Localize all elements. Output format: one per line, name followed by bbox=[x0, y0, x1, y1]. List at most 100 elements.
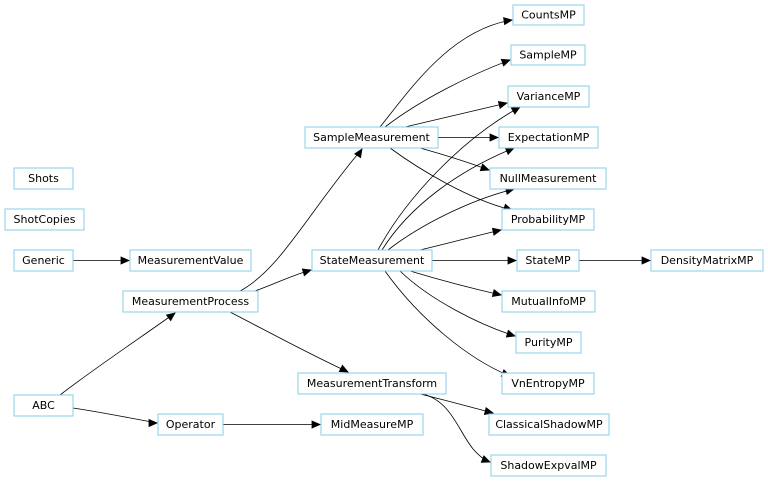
node-label: DensityMatrixMP bbox=[661, 254, 754, 267]
node-state-measurement[interactable]: StateMeasurement bbox=[311, 249, 433, 272]
node-label: ClassicalShadowMP bbox=[495, 418, 603, 431]
node-label: Shots bbox=[28, 172, 59, 185]
edge-abc-to-measurement-process bbox=[59, 312, 176, 396]
arrowhead bbox=[500, 58, 511, 67]
edge-line bbox=[229, 311, 349, 373]
arrowhead bbox=[504, 147, 515, 156]
node-measurement-process[interactable]: MeasurementProcess bbox=[122, 290, 259, 313]
arrowhead bbox=[338, 364, 349, 373]
edge-sample-measurement-to-sample-mp bbox=[384, 58, 511, 128]
arrowhead bbox=[120, 256, 130, 265]
edge-line bbox=[422, 393, 491, 463]
edge-state-mp-to-density-matrix-mp bbox=[579, 256, 651, 265]
edge-state-measurement-to-variance-mp bbox=[377, 106, 521, 251]
arrowhead bbox=[505, 329, 516, 338]
node-purity-mp[interactable]: PurityMP bbox=[515, 331, 582, 354]
node-label: SampleMP bbox=[519, 49, 577, 62]
edges-layer bbox=[59, 17, 651, 463]
arrowhead bbox=[301, 268, 312, 277]
node-classical-shadow-mp[interactable]: ClassicalShadowMP bbox=[488, 413, 610, 436]
edge-state-measurement-to-null-measurement bbox=[387, 187, 515, 251]
node-density-matrix-mp[interactable]: DensityMatrixMP bbox=[650, 249, 764, 272]
node-expectation-mp[interactable]: ExpectationMP bbox=[498, 126, 599, 149]
edge-line bbox=[72, 407, 158, 424]
edge-line bbox=[384, 59, 511, 128]
node-sample-measurement[interactable]: SampleMeasurement bbox=[304, 126, 439, 149]
node-operator[interactable]: Operator bbox=[157, 413, 224, 436]
node-counts-mp[interactable]: CountsMP bbox=[512, 4, 585, 26]
edge-state-measurement-to-vn-entropy-mp bbox=[384, 270, 511, 377]
edge-measurement-process-to-sample-measurement bbox=[239, 148, 363, 292]
node-sample-mp[interactable]: SampleMP bbox=[510, 44, 586, 66]
arrowhead bbox=[479, 163, 490, 172]
node-shot-copies[interactable]: ShotCopies bbox=[4, 208, 85, 231]
node-null-measurement[interactable]: NullMeasurement bbox=[489, 167, 607, 190]
node-label: StateMP bbox=[525, 254, 571, 267]
node-label: ShotCopies bbox=[14, 213, 76, 226]
node-label: VarianceMP bbox=[517, 90, 581, 103]
edge-line bbox=[377, 106, 521, 251]
arrowhead bbox=[165, 312, 176, 322]
arrowhead bbox=[497, 101, 508, 110]
node-label: SampleMeasurement bbox=[313, 131, 430, 144]
arrowhead bbox=[483, 406, 494, 415]
edge-state-measurement-to-state-mp bbox=[432, 256, 517, 265]
node-abc[interactable]: ABC bbox=[13, 394, 74, 417]
edge-generic-to-measurement-value bbox=[73, 256, 130, 265]
edge-line bbox=[387, 188, 515, 251]
edge-line bbox=[379, 19, 513, 128]
edge-operator-to-mid-measure-mp bbox=[223, 420, 321, 429]
edge-state-measurement-to-mutual-info-mp bbox=[409, 270, 502, 297]
node-shots[interactable]: Shots bbox=[13, 167, 74, 190]
node-measurement-transform[interactable]: MeasurementTransform bbox=[297, 372, 447, 395]
node-label: NullMeasurement bbox=[500, 172, 598, 185]
edge-line bbox=[381, 147, 515, 251]
arrowhead bbox=[510, 106, 521, 115]
nodes-layer: CountsMP SampleMP VarianceMP SampleMeasu… bbox=[4, 4, 764, 477]
arrowhead bbox=[503, 17, 513, 26]
edge-sample-measurement-to-null-measurement bbox=[419, 147, 490, 172]
node-variance-mp[interactable]: VarianceMP bbox=[507, 85, 590, 108]
arrowhead bbox=[641, 256, 651, 265]
arrowhead bbox=[311, 420, 321, 429]
node-mutual-info-mp[interactable]: MutualInfoMP bbox=[501, 290, 596, 313]
arrowhead bbox=[148, 418, 158, 428]
edge-line bbox=[409, 270, 502, 296]
node-generic[interactable]: Generic bbox=[13, 249, 74, 272]
node-state-mp[interactable]: StateMP bbox=[516, 249, 580, 272]
node-label: MidMeasureMP bbox=[331, 418, 414, 431]
edge-measurement-process-to-measurement-transform bbox=[229, 311, 349, 373]
edge-state-measurement-to-probability-mp bbox=[419, 227, 502, 251]
edge-measurement-transform-to-shadow-expval-mp bbox=[422, 393, 491, 463]
edge-line bbox=[59, 312, 176, 396]
arrowhead bbox=[353, 148, 363, 159]
node-shadow-expval-mp[interactable]: ShadowExpvalMP bbox=[490, 454, 607, 477]
node-probability-mp[interactable]: ProbabilityMP bbox=[501, 208, 595, 231]
node-measurement-value[interactable]: MeasurementValue bbox=[129, 249, 252, 272]
edge-line bbox=[404, 102, 508, 128]
arrowhead bbox=[491, 227, 502, 236]
node-label: VnEntropyMP bbox=[511, 377, 585, 390]
edge-line bbox=[399, 270, 516, 337]
arrowhead bbox=[480, 455, 491, 463]
arrowhead bbox=[489, 133, 499, 142]
edge-line bbox=[389, 147, 513, 211]
node-label: PurityMP bbox=[525, 336, 573, 349]
arrowhead bbox=[491, 288, 502, 297]
arrowhead bbox=[507, 256, 517, 265]
node-label: ProbabilityMP bbox=[511, 213, 586, 226]
node-vn-entropy-mp[interactable]: VnEntropyMP bbox=[501, 372, 595, 395]
edge-line bbox=[419, 229, 502, 251]
node-label: CountsMP bbox=[521, 9, 576, 22]
edge-line bbox=[384, 270, 511, 377]
edge-sample-measurement-to-counts-mp bbox=[379, 17, 513, 128]
edge-sample-measurement-to-expectation-mp bbox=[438, 133, 499, 142]
node-label: Generic bbox=[22, 254, 65, 267]
node-mid-measure-mp[interactable]: MidMeasureMP bbox=[320, 413, 424, 436]
node-label: MeasurementTransform bbox=[307, 377, 437, 390]
edge-sample-measurement-to-variance-mp bbox=[404, 101, 508, 128]
node-label: Operator bbox=[166, 418, 216, 431]
edge-measurement-process-to-state-measurement bbox=[254, 268, 312, 292]
edge-abc-to-operator bbox=[72, 407, 158, 428]
